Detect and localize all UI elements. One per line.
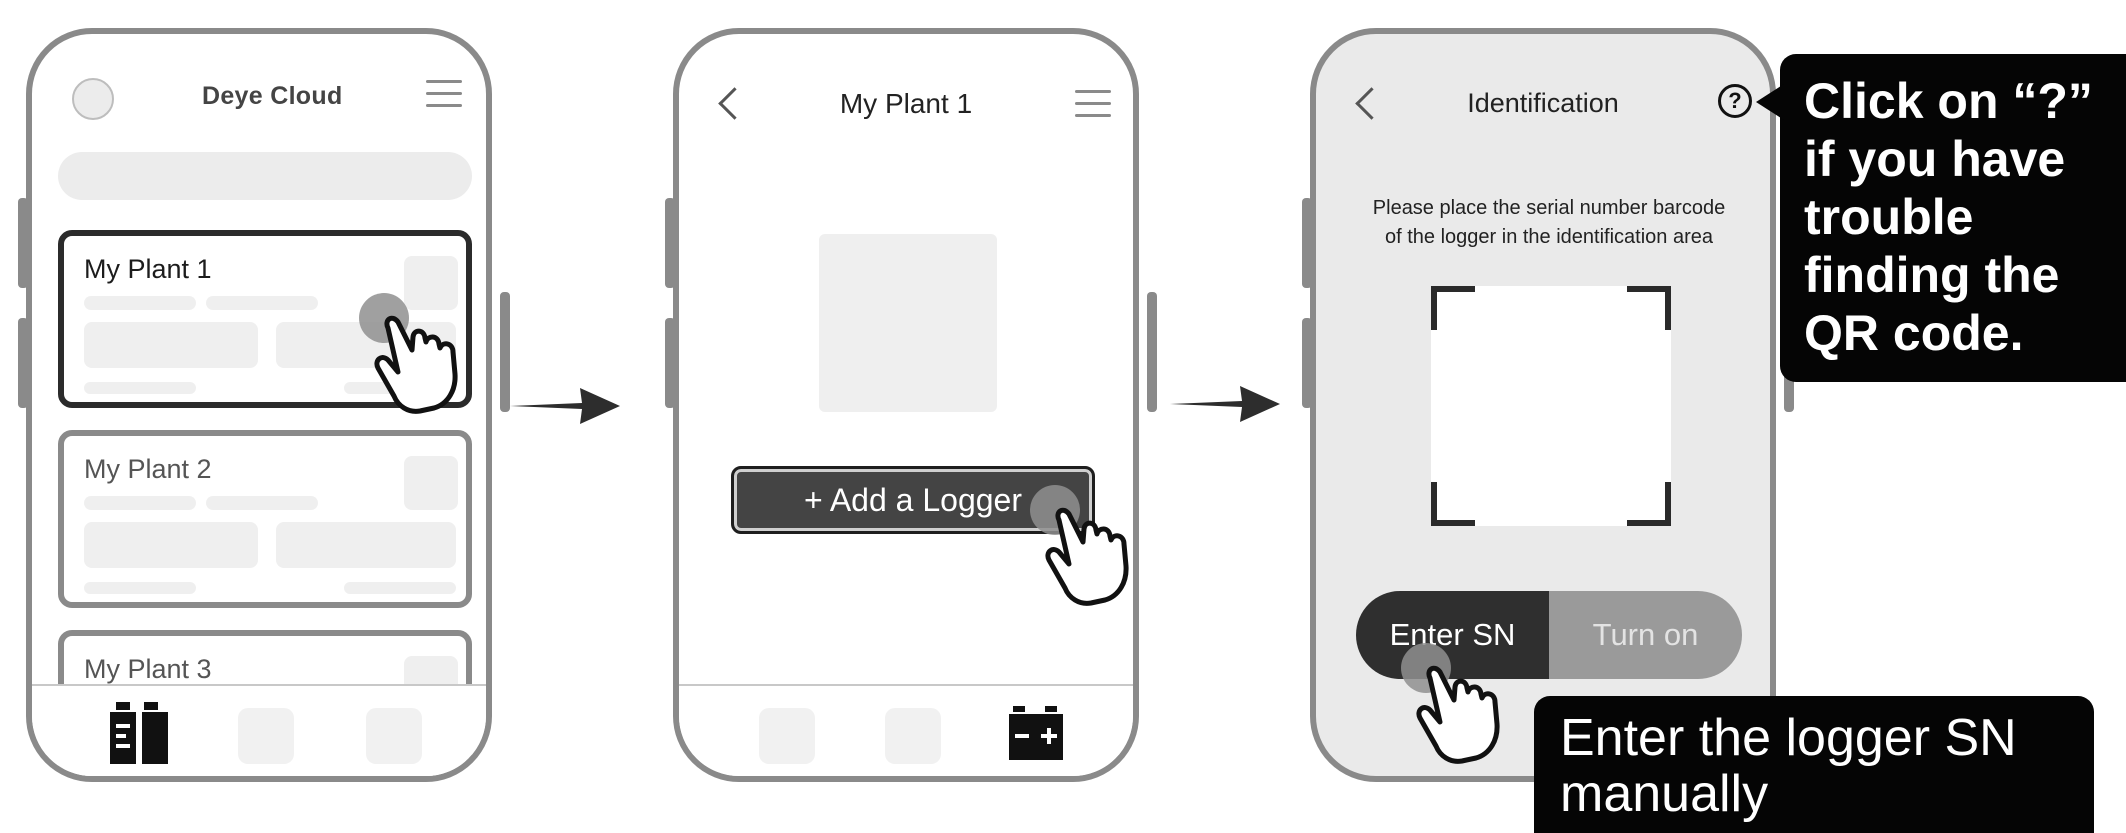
- callout-line: finding the: [1804, 247, 2060, 303]
- tab-placeholder[interactable]: [759, 708, 815, 764]
- text-placeholder: [84, 382, 196, 394]
- flow-arrow-icon: [1170, 386, 1280, 422]
- enter-sn-callout: Enter the logger SN manually: [1534, 696, 2094, 833]
- phone1-side-button: [18, 198, 28, 288]
- plant-tab-icon[interactable]: [110, 702, 170, 764]
- text-placeholder: [84, 496, 196, 510]
- phone1-side-button: [18, 318, 28, 408]
- plant-name: My Plant 1: [84, 254, 212, 284]
- callout-pointer-icon: [1756, 84, 1784, 120]
- scan-corner: [1431, 286, 1475, 330]
- page-title: My Plant 1: [839, 88, 973, 119]
- menu-icon[interactable]: [1075, 90, 1111, 120]
- stat-placeholder: [84, 322, 258, 368]
- tab-placeholder[interactable]: [238, 708, 294, 764]
- flow-arrow-icon: [510, 388, 620, 424]
- scan-corner: [1627, 482, 1671, 526]
- callout-line: if you have: [1804, 131, 2066, 187]
- text-placeholder: [206, 496, 318, 510]
- sn-mode-toggle: Enter SN Turn on: [1356, 591, 1742, 679]
- stat-placeholder: [84, 522, 258, 568]
- tap-hand-icon: [359, 293, 458, 414]
- scan-corner: [1431, 482, 1475, 526]
- callout-line: Click on “?”: [1804, 73, 2093, 129]
- instruction-line: Please place the serial number barcode: [1372, 197, 1726, 219]
- phone2-side-button: [665, 198, 675, 288]
- plant-name: My Plant 2: [84, 454, 212, 484]
- scan-frame: [1431, 286, 1671, 526]
- text-placeholder: [84, 296, 196, 310]
- callout-line: manually: [1560, 765, 1769, 823]
- phone3-side-button: [1302, 198, 1312, 288]
- callout-line: QR code.: [1804, 305, 2024, 361]
- turn-on-flashlight-button[interactable]: Turn on: [1549, 591, 1742, 679]
- help-callout: Click on “?” if you have trouble finding…: [1780, 54, 2126, 382]
- tab-placeholder[interactable]: [885, 708, 941, 764]
- plant-card[interactable]: My Plant 2: [58, 430, 472, 608]
- plant-name: My Plant 3: [84, 654, 212, 684]
- card-thumbnail: [404, 456, 458, 510]
- text-placeholder: [84, 582, 196, 594]
- scan-corner: [1627, 286, 1671, 330]
- phone1-side-button: [500, 292, 510, 412]
- phone3-side-button: [1302, 318, 1312, 408]
- callout-line: trouble: [1804, 189, 1974, 245]
- tab-placeholder[interactable]: [366, 708, 422, 764]
- search-bar-placeholder[interactable]: [58, 152, 472, 200]
- bottom-tab-bar: [679, 684, 1133, 776]
- phone-plant-list: Deye Cloud My Plant 1 My Plant 2 My Plan…: [26, 28, 492, 782]
- tap-hand-icon: [1401, 643, 1500, 764]
- phone-plant-detail: My Plant 1 + Add a Logger: [673, 28, 1139, 782]
- instruction-line: of the logger in the identification area: [1385, 226, 1713, 248]
- menu-icon[interactable]: [426, 80, 462, 110]
- scan-instruction: Please place the serial number barcode o…: [1330, 194, 1768, 252]
- phone2-side-button: [665, 318, 675, 408]
- text-placeholder: [344, 582, 456, 594]
- phone-identification: Identification ? Please place the serial…: [1310, 28, 1776, 782]
- tap-hand-icon: [1030, 485, 1129, 606]
- add-logger-button[interactable]: + Add a Logger: [731, 466, 1095, 534]
- card-thumbnail: [404, 256, 458, 310]
- callout-line: Enter the logger SN: [1560, 709, 2017, 767]
- phone2-side-button: [1147, 292, 1157, 412]
- enter-sn-button[interactable]: Enter SN: [1356, 591, 1549, 679]
- app-title: Deye Cloud: [202, 82, 343, 110]
- app-logo-icon: [72, 78, 114, 120]
- bottom-tab-bar: [32, 684, 486, 776]
- page-title: Identification: [1467, 88, 1619, 118]
- plant-image-placeholder: [819, 234, 997, 412]
- stat-placeholder: [276, 522, 456, 568]
- help-question-icon[interactable]: ?: [1718, 84, 1752, 118]
- add-device-tab-icon[interactable]: [1009, 706, 1063, 760]
- text-placeholder: [206, 296, 318, 310]
